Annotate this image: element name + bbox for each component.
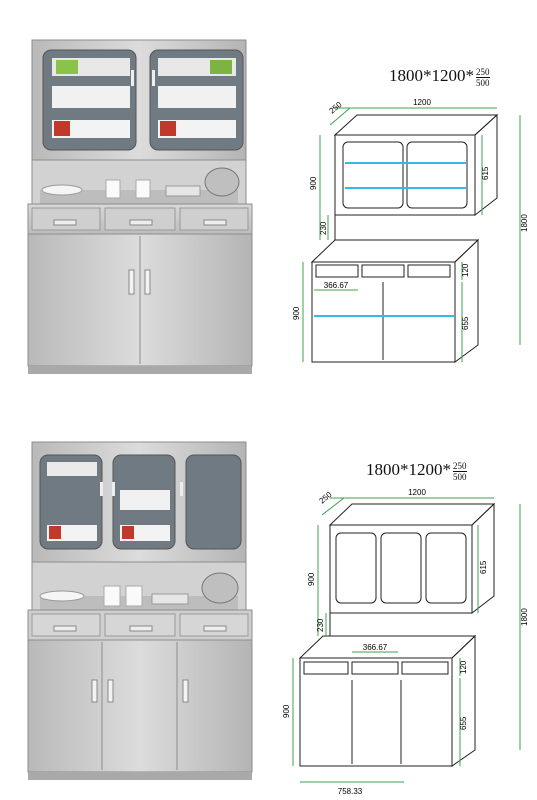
dim-lower-height: 900 xyxy=(292,306,301,320)
title-main: 1800*1200* xyxy=(389,66,474,85)
dim-total-height: 1800 xyxy=(520,214,529,232)
title-main: 1800*1200* xyxy=(366,460,451,479)
dim-drawer-height: 120 xyxy=(459,660,468,674)
dim-width: 1200 xyxy=(408,488,426,497)
dim-glass-height: 615 xyxy=(479,560,488,574)
dim-lower-height: 900 xyxy=(282,704,291,718)
dim-width: 1200 xyxy=(413,98,431,107)
dim-drawer-width: 366.67 xyxy=(363,643,388,652)
dim-door-height: 655 xyxy=(461,316,470,330)
top-dimension-drawing xyxy=(302,107,521,363)
dim-drawer-height: 120 xyxy=(461,263,470,277)
dim-total-height: 1800 xyxy=(520,608,529,626)
bottom-cabinet-photo xyxy=(27,441,253,780)
dim-depth: 250 xyxy=(328,100,344,116)
dim-glass-height: 615 xyxy=(481,166,490,180)
dim-door-width: 758.33 xyxy=(338,787,363,796)
dim-drawer-width: 366.67 xyxy=(324,281,349,290)
dim-shelf-height: 230 xyxy=(319,221,328,235)
dim-shelf-height: 230 xyxy=(316,618,325,632)
dim-upper-height: 900 xyxy=(307,572,316,586)
bottom-dimension-drawing xyxy=(292,497,521,783)
top-cabinet-photo xyxy=(27,39,253,374)
dim-upper-height: 900 xyxy=(309,176,318,190)
dim-depth: 250 xyxy=(318,490,334,506)
top-dimension-labels: 1200 250 900 230 615 1800 900 120 655 36… xyxy=(292,98,529,330)
dim-door-height: 655 xyxy=(459,716,468,730)
bottom-dimension-labels: 1200 250 900 230 615 1800 900 120 655 36… xyxy=(282,488,529,796)
